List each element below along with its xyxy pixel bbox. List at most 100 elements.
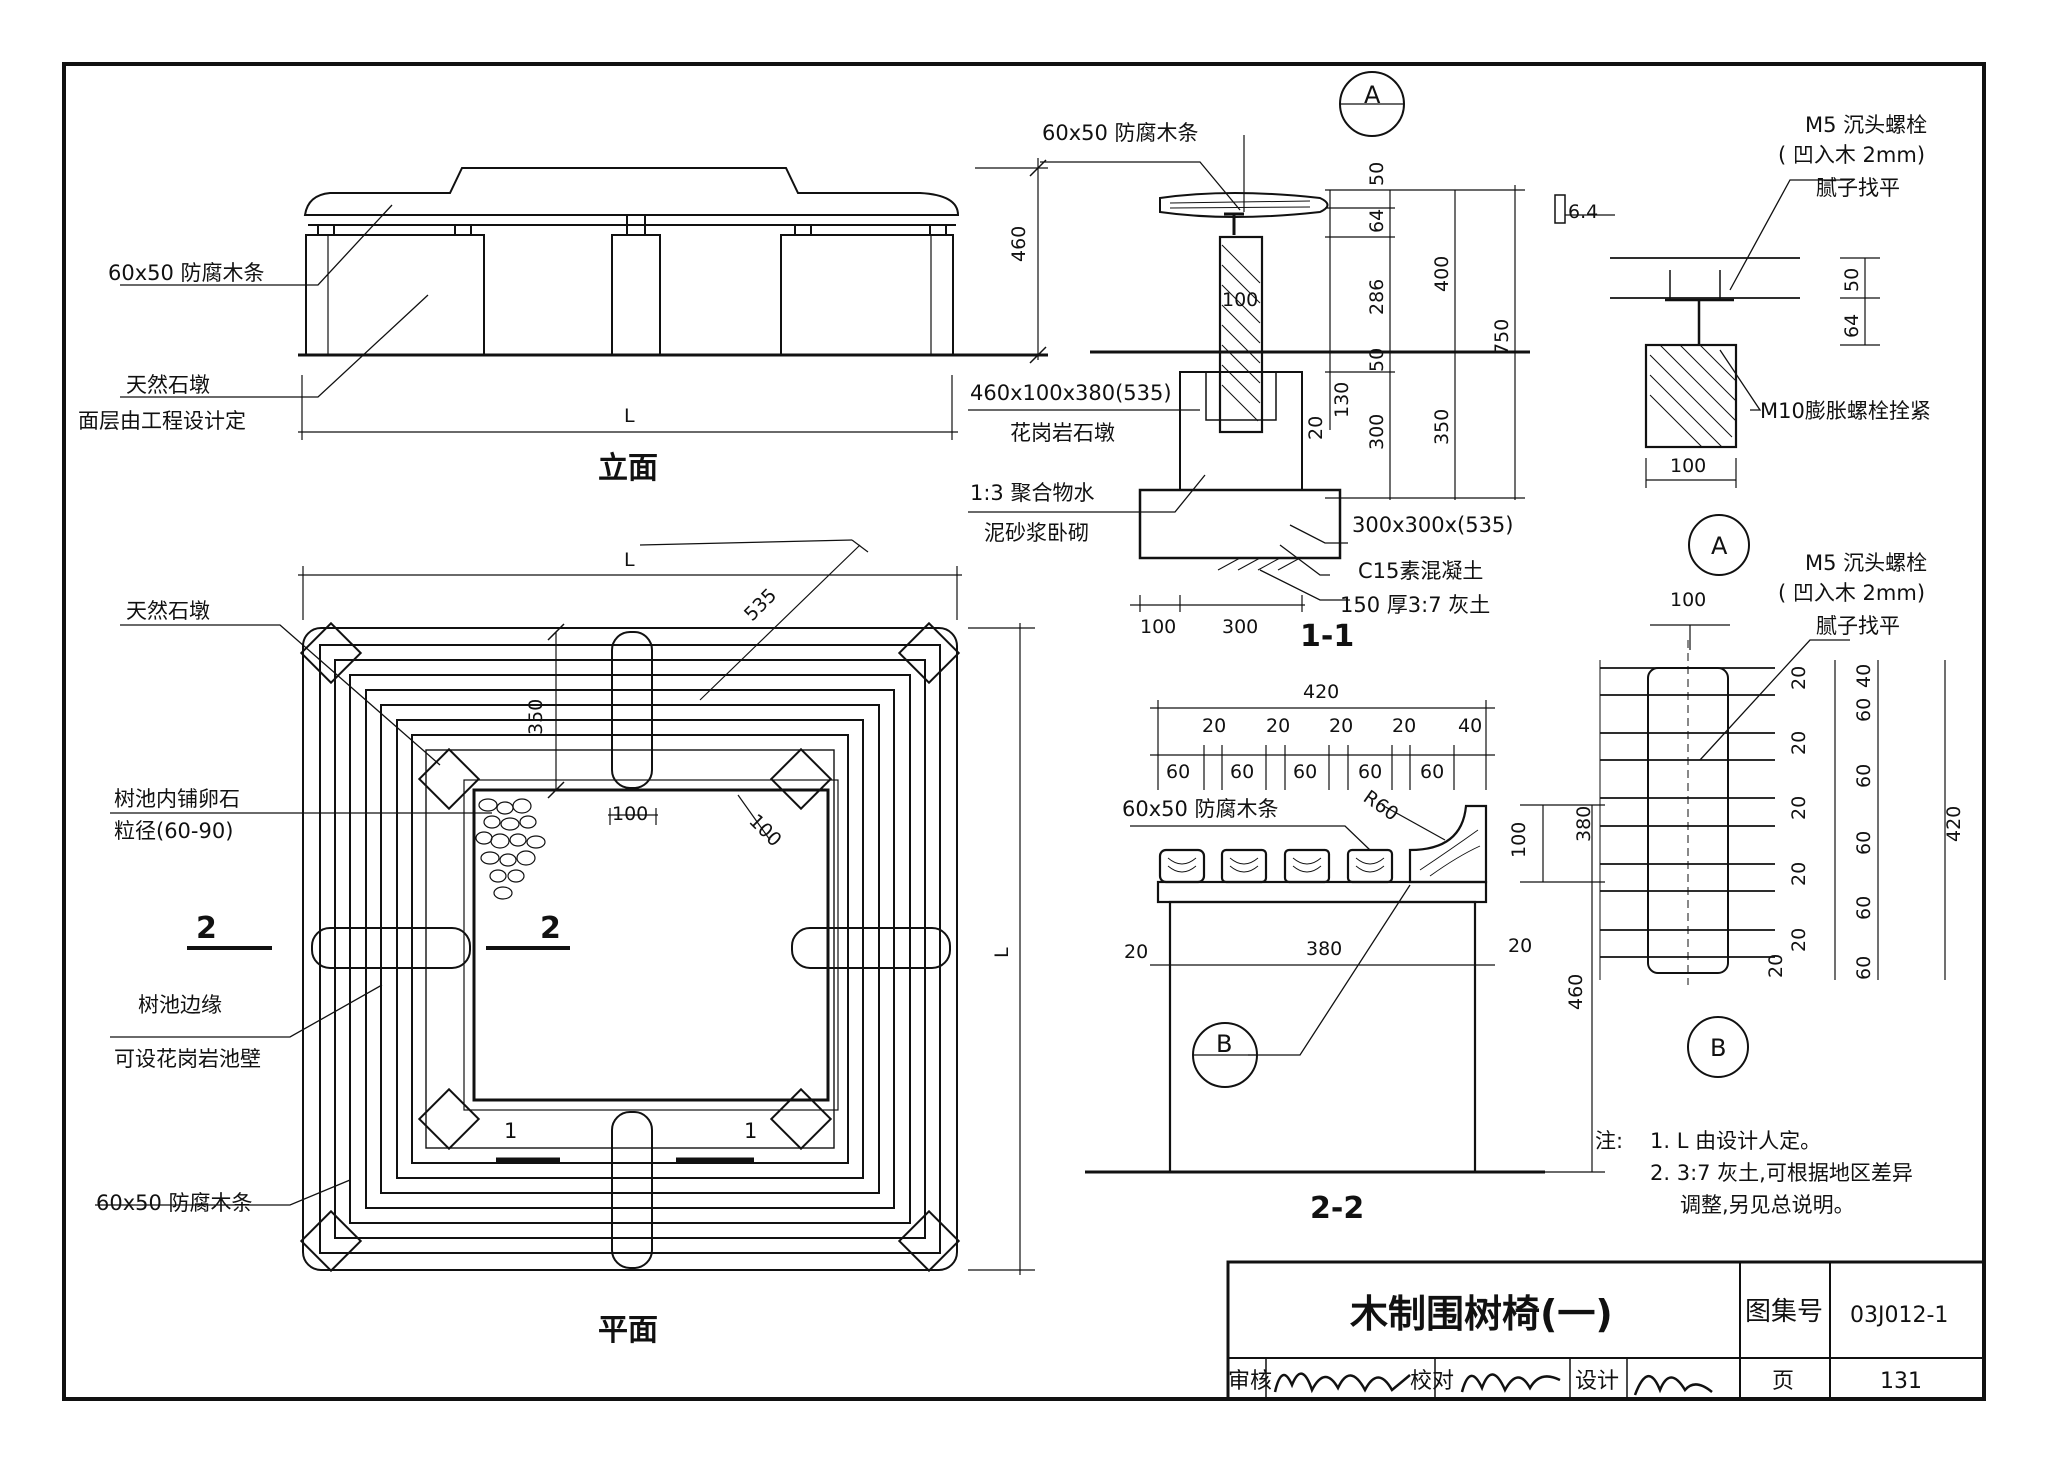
elev-length-dim: L	[624, 405, 635, 427]
plan-view	[95, 539, 1035, 1275]
detB-dim-5: 20	[1788, 796, 1810, 820]
plan-cut-1-left: 1	[504, 1119, 517, 1143]
s11-title: 1-1	[1300, 619, 1354, 654]
detB-dim-1: 40	[1853, 664, 1875, 688]
s22-radius: R60	[1359, 786, 1402, 825]
detB-bolt-note: ( 凹入木 2mm)	[1778, 581, 1925, 605]
detA-dim-100: 100	[1670, 455, 1706, 477]
detB-dim-11: 60	[1853, 956, 1875, 980]
detB-dim-top: 100	[1670, 589, 1706, 611]
s11-dim-350: 350	[1431, 409, 1453, 445]
s22-gap-3: 20	[1392, 715, 1416, 737]
s22-slat-4: 60	[1420, 761, 1444, 783]
detB-dim-4: 60	[1853, 764, 1875, 788]
detail-b-mark	[1687, 1016, 1749, 1078]
detA-exp-bolt: M10膨胀螺栓拴紧	[1760, 399, 1931, 423]
section-2-2	[1085, 700, 1605, 1174]
signature-design	[1633, 1375, 1713, 1396]
s11-dim-20: 20	[1305, 416, 1327, 440]
corner-pier	[299, 621, 363, 685]
signature-check	[1460, 1373, 1561, 1393]
s22-slat-0: 60	[1166, 761, 1190, 783]
plan-dim-100b: 100	[744, 810, 785, 851]
plan-dim-350: 350	[525, 699, 547, 735]
detB-dim-6: 60	[1853, 831, 1875, 855]
note-1: 1. L 由设计人定。	[1650, 1129, 1821, 1153]
pebbles	[475, 798, 546, 900]
detA-angle: 6.4	[1568, 201, 1598, 223]
plan-pebbles-size: 粒径(60-90)	[114, 819, 233, 843]
elevation-view	[120, 158, 1048, 440]
detA-dim-64: 64	[1841, 314, 1863, 338]
s11-mortar-1: 1:3 聚合物水	[970, 481, 1094, 505]
s22-gap-1: 20	[1266, 715, 1290, 737]
s22-slat-3: 60	[1358, 761, 1382, 783]
check-label: 校对	[1410, 1369, 1454, 1394]
s22-slat-2: 60	[1293, 761, 1317, 783]
s11-base-size: 300x300x(535)	[1352, 513, 1514, 537]
s11-dim-286: 286	[1366, 279, 1388, 315]
detail-b	[1599, 624, 1946, 985]
s11-wood-strip-label: 60x50 防腐木条	[1042, 121, 1199, 145]
detail-a	[1554, 179, 1880, 488]
s11-dim-64: 64	[1366, 209, 1388, 233]
elev-title: 立面	[598, 451, 658, 486]
elev-stone-pier-note: 面层由工程设计定	[78, 409, 246, 433]
plan-cut-1-right: 1	[744, 1119, 757, 1143]
s11-pier-name: 花岗岩石墩	[1010, 421, 1115, 445]
s11-mortar-2: 泥砂浆卧砌	[984, 521, 1089, 545]
s22-dim-20-right: 20	[1508, 935, 1532, 957]
stone-pier-middle	[611, 234, 661, 356]
plan-outer-edge	[302, 627, 958, 1271]
detB-dim-3: 20	[1788, 731, 1810, 755]
s22-total: 420	[1303, 681, 1339, 703]
s11-pier-size: 460x100x380(535)	[970, 381, 1172, 405]
page-value: 131	[1880, 1369, 1922, 1394]
plan-dim-535: 535	[740, 584, 781, 625]
s11-dim-50-mid: 50	[1366, 348, 1388, 372]
detail-a-mark	[1688, 514, 1750, 576]
detA-bolt: M5 沉头螺栓	[1805, 113, 1927, 137]
plan-cut-2-right: 2	[540, 911, 561, 946]
detB-dim-10: 20	[1765, 954, 1787, 978]
s22-gap-2: 20	[1329, 715, 1353, 737]
s11-concrete: C15素混凝土	[1358, 559, 1483, 583]
concrete-base	[1138, 488, 1342, 560]
design-label: 设计	[1575, 1369, 1619, 1394]
detA-dim-50: 50	[1841, 268, 1863, 292]
callout-b-letter: B	[1216, 1030, 1232, 1058]
detB-dim-0: 20	[1788, 666, 1810, 690]
s22-dim-460: 460	[1565, 974, 1587, 1010]
plan-stone-pier-label: 天然石墩	[126, 599, 210, 623]
review-label: 审核	[1228, 1369, 1272, 1394]
plan-cut-2-left: 2	[196, 911, 217, 946]
s11-lime-soil: 150 厚3:7 灰土	[1340, 593, 1490, 617]
granite-pier	[1218, 235, 1264, 434]
seat-top	[303, 167, 960, 216]
s22-dim-380-right: 380	[1573, 806, 1595, 842]
s11-dim-300: 300	[1366, 414, 1388, 450]
detB-bolt: M5 沉头螺栓	[1805, 551, 1927, 575]
signature-review	[1273, 1372, 1411, 1394]
pier-2-2	[1168, 900, 1477, 1174]
elev-wood-strip-label: 60x50 防腐木条	[108, 261, 265, 285]
s22-gap-4: 40	[1458, 715, 1482, 737]
plan-pool-wall-label: 可设花岗岩池壁	[114, 1047, 261, 1071]
s11-dim-100-left: 100	[1140, 616, 1176, 638]
stone-pier-right	[780, 234, 954, 356]
title-block	[1226, 1260, 1986, 1401]
elev-height-dim: 460	[1008, 226, 1030, 262]
detB-dim-2: 60	[1853, 698, 1875, 722]
notes-head: 注:	[1595, 1129, 1623, 1153]
plan-title: 平面	[598, 1313, 658, 1348]
detB-dim-9: 20	[1788, 928, 1810, 952]
s11-pier-width: 100	[1222, 289, 1258, 311]
plan-length-top: L	[624, 549, 635, 571]
plan-pool-edge-label: 树池边缘	[138, 993, 222, 1017]
page-label: 页	[1772, 1369, 1794, 1394]
detB-total: 420	[1943, 806, 1965, 842]
s22-dim-20-left: 20	[1124, 941, 1148, 963]
plan-wood-strip-label: 60x50 防腐木条	[96, 1191, 253, 1215]
detB-dim-8: 60	[1853, 896, 1875, 920]
